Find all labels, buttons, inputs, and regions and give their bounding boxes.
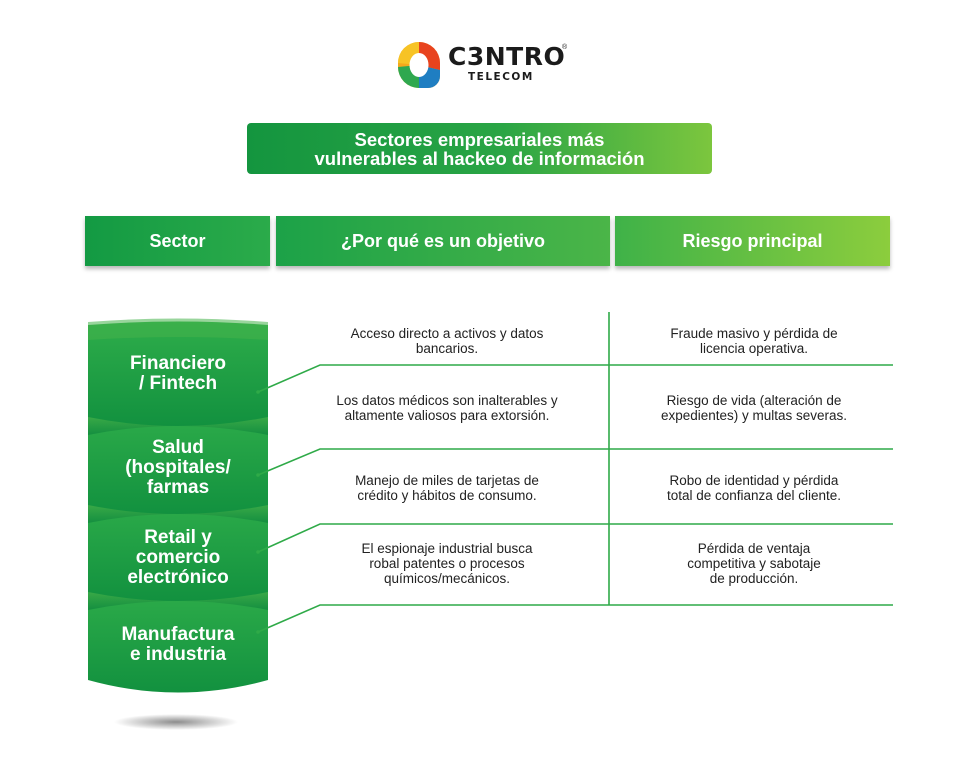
registered-mark: ® bbox=[562, 44, 568, 51]
sector-line: e industria bbox=[129, 644, 227, 665]
cell-line: Robo de identidad y pérdida bbox=[669, 473, 839, 488]
ribbon-segment-manufactura bbox=[88, 586, 268, 693]
cell-line: altamente valiosos para extorsión. bbox=[344, 408, 550, 423]
cell-line: Manejo de miles de tarjetas de bbox=[355, 473, 539, 488]
sector-line: (hospitales/ bbox=[125, 457, 231, 478]
brand-subtitle: TELECOM bbox=[468, 71, 534, 83]
ribbon-segment-retail bbox=[88, 496, 268, 601]
cell-line: Riesgo de vida (alteración de bbox=[666, 393, 842, 408]
risk-cell-retail: Robo de identidad y pérdida total de con… bbox=[624, 472, 884, 504]
cell-line: crédito y hábitos de consumo. bbox=[357, 488, 537, 503]
why-cell-retail: Manejo de miles de tarjetas de crédito y… bbox=[304, 472, 590, 504]
header-why: ¿Por qué es un objetivo bbox=[276, 216, 610, 266]
connector-line-4 bbox=[257, 604, 893, 633]
header-risk: Riesgo principal bbox=[615, 216, 890, 266]
connector-line-1 bbox=[257, 364, 893, 393]
brand-name: C3NTRO bbox=[448, 42, 566, 71]
brand-logo: C3NTRO ® TELECOM bbox=[396, 40, 576, 92]
ribbon-segment-financiero bbox=[88, 321, 268, 426]
cell-line: Los datos médicos son inalterables y bbox=[336, 393, 558, 408]
cell-line: robal patentes o procesos bbox=[369, 555, 525, 571]
cell-line: El espionaje industrial busca bbox=[361, 540, 533, 556]
cell-line: Pérdida de ventaja bbox=[697, 540, 811, 556]
risk-cell-financiero: Fraude masivo y pérdida de licencia oper… bbox=[624, 325, 884, 357]
why-cell-financiero: Acceso directo a activos y datos bancari… bbox=[304, 325, 590, 357]
title-line-1: Sectores empresariales más bbox=[354, 128, 605, 150]
cell-line: Fraude masivo y pérdida de bbox=[670, 326, 838, 341]
connector-line-2 bbox=[257, 448, 893, 476]
cell-line: licencia operativa. bbox=[699, 341, 809, 356]
sector-label-financiero: Financiero / Fintech bbox=[88, 350, 268, 398]
sector-line: farmas bbox=[146, 477, 210, 498]
cell-line: expedientes) y multas severas. bbox=[660, 408, 848, 423]
cell-line: Acceso directo a activos y datos bbox=[350, 326, 544, 341]
sector-label-salud: Salud (hospitales/ farmas bbox=[88, 436, 268, 500]
cell-line: de producción. bbox=[709, 570, 799, 586]
sector-line: / Fintech bbox=[138, 373, 218, 394]
risk-cell-salud: Riesgo de vida (alteración de expediente… bbox=[624, 392, 884, 424]
sector-line: Retail y bbox=[144, 527, 212, 548]
logo-mark-icon bbox=[398, 42, 440, 88]
cell-line: total de confianza del cliente. bbox=[666, 488, 842, 503]
why-cell-manufactura: El espionaje industrial busca robal pate… bbox=[304, 540, 590, 586]
ribbon-segment-salud bbox=[88, 409, 268, 514]
page-title: Sectores empresariales más vulnerables a… bbox=[247, 123, 712, 174]
sector-line: Salud bbox=[152, 437, 204, 458]
title-line-2: vulnerables al hackeo de información bbox=[314, 147, 645, 169]
sector-label-retail: Retail y comercio electrónico bbox=[88, 526, 268, 590]
header-sector: Sector bbox=[85, 216, 270, 266]
sector-line: comercio bbox=[135, 547, 221, 568]
connector-line-3 bbox=[257, 523, 893, 553]
sector-line: electrónico bbox=[127, 567, 229, 588]
sector-label-manufactura: Manufactura e industria bbox=[88, 623, 268, 667]
risk-cell-manufactura: Pérdida de ventaja competitiva y sabotaj… bbox=[624, 540, 884, 586]
sector-line: Financiero bbox=[129, 353, 227, 374]
cell-line: bancarios. bbox=[415, 341, 479, 356]
sector-line: Manufactura bbox=[121, 624, 235, 645]
why-cell-salud: Los datos médicos son inalterables y alt… bbox=[304, 392, 590, 424]
cell-line: químicos/mecánicos. bbox=[383, 570, 511, 586]
cell-line: competitiva y sabotaje bbox=[687, 555, 821, 571]
